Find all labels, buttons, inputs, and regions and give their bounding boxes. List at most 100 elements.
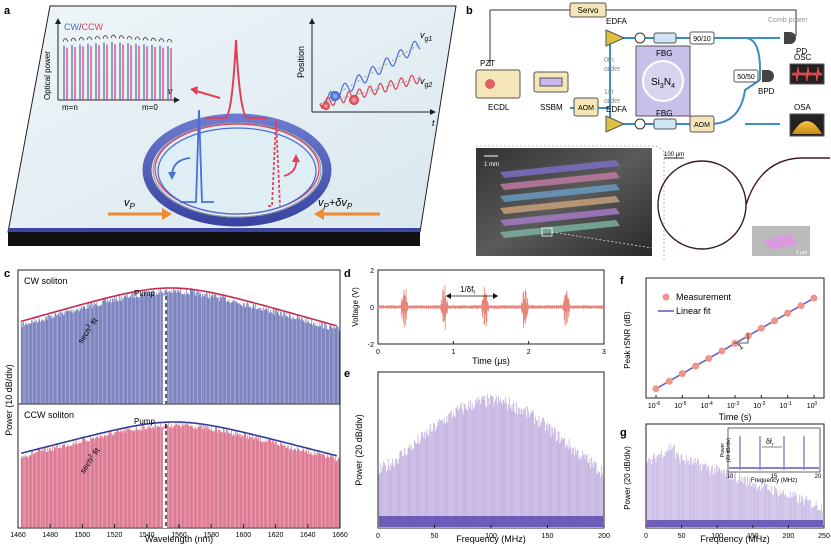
panel-label-f: f xyxy=(620,275,624,287)
c-xlabel: Wavelength (nm) xyxy=(145,534,213,544)
si3n4-chip xyxy=(635,45,691,117)
pump-label-top: Pump xyxy=(134,289,155,298)
pos-ylabel: Position xyxy=(296,46,306,78)
output-arrow xyxy=(195,90,221,99)
comb-loop xyxy=(118,35,125,39)
servo-label: Servo xyxy=(578,6,599,15)
f-xtick-exp: -6 xyxy=(656,401,661,407)
d-xtick-label: 0 xyxy=(376,349,380,356)
g-xtick-label: 0 xyxy=(644,533,648,540)
vg1-trend xyxy=(319,43,421,105)
aom-left-box xyxy=(573,97,599,117)
e-xtick-label: 100 xyxy=(485,533,497,540)
ccw-soliton-pulse xyxy=(268,119,281,207)
e-xtick-label: 50 xyxy=(431,533,439,540)
d-annot-label: 1/δfr xyxy=(460,285,475,296)
pd-icon xyxy=(784,32,796,44)
pos-y-arrow xyxy=(309,18,315,24)
g-inset-xlabel: Frequency (MHz) xyxy=(751,478,797,484)
chip-stripe xyxy=(500,220,620,238)
scale-1um-label: 1 μm xyxy=(796,250,807,256)
osc-trace xyxy=(791,66,823,82)
f-point xyxy=(652,385,660,393)
e-xtick-label: 200 xyxy=(598,533,610,540)
f-xtick-exp: -2 xyxy=(761,401,766,407)
cw-arrow-head xyxy=(168,172,176,180)
g-inset-xtick-label: 15 xyxy=(771,474,778,480)
comb-loop xyxy=(78,37,85,41)
e-noise-floor xyxy=(379,516,603,527)
scale-1mm-label: 1 mm xyxy=(484,162,499,168)
cw-spectrum xyxy=(20,288,340,404)
position-inset: Position t vg1 vg2 xyxy=(296,18,436,128)
d-ytick-label: -2 xyxy=(368,342,374,349)
panel-c: c CW soliton CCW soliton Pump Pump sech2… xyxy=(4,268,348,544)
scale-100um-label: 100 μm xyxy=(664,152,684,158)
chip-stripe xyxy=(500,160,620,178)
panel-a: a vP vP+δvP CW/CCW Opti xyxy=(4,5,457,246)
comb-inset: CW/CCW Optical power ν m=n m=0 xyxy=(43,18,180,112)
soliton-sphere-blue xyxy=(330,91,340,101)
ssbm-chip xyxy=(539,77,563,87)
splitter-9010 xyxy=(689,31,715,45)
comb-loop xyxy=(158,38,165,42)
f-xtick-exp: -3 xyxy=(735,401,740,407)
g-inset-ylabel: Power(20 dB/div) xyxy=(720,438,732,463)
sem-bus xyxy=(745,157,830,206)
d-xlabel: Time (μs) xyxy=(472,356,510,366)
aom-right-label: AOM xyxy=(694,122,710,129)
d-trace xyxy=(377,284,605,330)
panel-f: f Measurement Linear fit 1 Peak rSNR (dB… xyxy=(620,275,825,422)
pump-label-bottom: Pump xyxy=(134,417,155,426)
f-ylabel: Peak rSNR (dB) xyxy=(623,311,632,369)
pump-arrow-left-head xyxy=(162,208,172,220)
g-xtick-label: 250 xyxy=(818,533,830,540)
laser-diode xyxy=(485,79,495,89)
mode-label-0: m=0 xyxy=(142,103,158,112)
f-xtick-label: 10-4 xyxy=(701,401,713,410)
f-xtick-label: 10-6 xyxy=(648,401,660,410)
cw-soliton-pulse xyxy=(180,109,214,203)
chip-stripe xyxy=(500,172,620,190)
c-xtick-label: 1580 xyxy=(203,532,219,539)
e-xlabel: Frequency (MHz) xyxy=(456,534,526,544)
f-slope-triangle xyxy=(734,333,749,344)
edfa-bottom xyxy=(605,115,626,133)
ssbm-label: SSBM xyxy=(540,103,563,112)
c-bottom-title: CCW soliton xyxy=(24,410,74,420)
g-xtick-label: 100 xyxy=(711,533,723,540)
pump-notch xyxy=(162,428,167,528)
ring-resonator xyxy=(142,113,332,227)
edfa-top xyxy=(605,29,626,47)
splitter-9010-label: 90/10 xyxy=(693,36,711,43)
f-point xyxy=(810,294,818,302)
f-xtick-label: 100 xyxy=(807,401,818,410)
vg1-label: vg1 xyxy=(420,30,432,43)
inset-bracket xyxy=(476,145,665,260)
splitter-5050 xyxy=(733,69,759,83)
f-xtick-exp: -1 xyxy=(787,401,792,407)
fbg-bottom xyxy=(653,118,677,130)
aom-right-box xyxy=(689,115,715,133)
comb-loop xyxy=(134,36,141,40)
c-xtick-label: 1520 xyxy=(107,532,123,539)
comb-legend: CW/CCW xyxy=(64,22,104,32)
zoom-line xyxy=(551,231,653,249)
d-annot-head-right xyxy=(493,293,498,299)
osa-trace xyxy=(792,121,822,134)
g-inset-lines xyxy=(729,436,819,470)
edfa-bottom-label: EDFA xyxy=(606,105,628,114)
pump-right-label: vP+δvP xyxy=(318,197,353,211)
c-xtick-label: 1660 xyxy=(332,532,348,539)
comb-loop xyxy=(110,34,117,39)
osc-label: OSC xyxy=(794,53,812,62)
fbg-bottom-label: FBG xyxy=(656,109,672,118)
servo-box xyxy=(569,2,607,18)
pd-label: PD xyxy=(796,47,807,56)
comb-loop xyxy=(86,36,93,40)
f-legend-marker xyxy=(662,293,670,301)
f-xtick-exp: -4 xyxy=(708,401,713,407)
